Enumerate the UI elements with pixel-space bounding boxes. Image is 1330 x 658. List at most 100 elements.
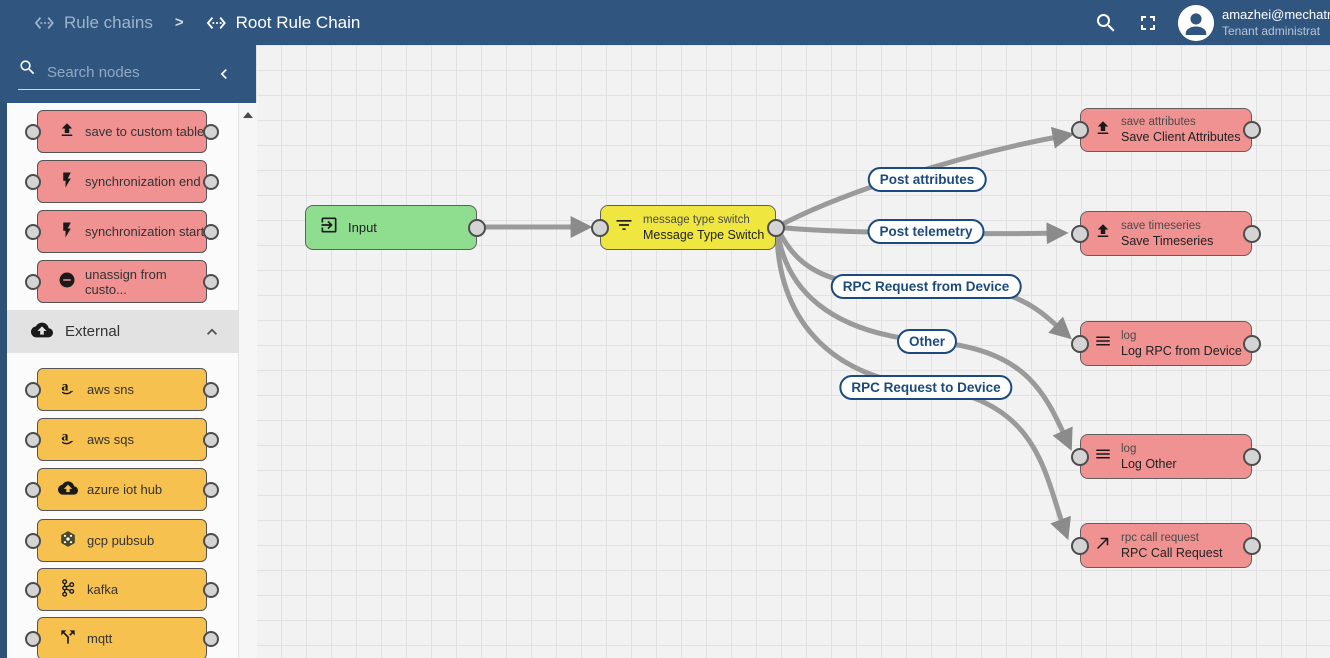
filter-icon [614, 215, 634, 240]
palette-item-aws-sns[interactable]: a aws sns [25, 368, 219, 411]
search-icon[interactable] [1094, 11, 1118, 35]
node-save-client-attributes[interactable]: save attributes Save Client Attributes [1071, 108, 1261, 152]
palette-section-external[interactable]: External [7, 310, 238, 353]
svg-text:a: a [61, 379, 68, 395]
node-port[interactable] [25, 532, 41, 549]
node-port[interactable] [25, 123, 41, 140]
upload-icon [58, 121, 76, 142]
user-info[interactable]: amazhei@mechatr Tenant administrat [1222, 7, 1330, 39]
node-port[interactable] [203, 173, 219, 190]
node-port[interactable] [203, 123, 219, 140]
palette-item-mqtt[interactable]: mqtt [25, 617, 219, 658]
node-port[interactable] [203, 431, 219, 448]
rule-chain-icon [34, 12, 56, 34]
node-type: message type switch [643, 213, 750, 226]
node-port[interactable] [25, 381, 41, 398]
fullscreen-icon[interactable] [1136, 11, 1160, 35]
node-message-type-switch[interactable]: message type switch Message Type Switch [591, 205, 785, 250]
node-log-other[interactable]: log Log Other [1071, 434, 1261, 479]
node-input[interactable]: Input [305, 205, 486, 250]
node-rpc-call-request[interactable]: rpc call request RPC Call Request [1071, 523, 1261, 568]
node-port[interactable] [203, 630, 219, 647]
node-output-port[interactable] [1243, 334, 1261, 353]
breadcrumb-root-rule-chain[interactable]: Root Rule Chain [206, 12, 361, 34]
palette-item-synchronization-end[interactable]: synchronization end [25, 160, 219, 203]
node-search [18, 58, 200, 90]
palette-item-unassign-from-customer[interactable]: unassign from custo... [25, 260, 219, 303]
node-label: Input [348, 220, 377, 235]
node-input-port[interactable] [1071, 224, 1089, 243]
node-port[interactable] [203, 481, 219, 498]
palette-item-label: synchronization start [85, 224, 205, 239]
palette-item-label: unassign from custo... [85, 266, 167, 297]
palette-item-synchronization-start[interactable]: synchronization start [25, 210, 219, 253]
amazon-icon: a [58, 378, 78, 401]
node-port[interactable] [25, 273, 41, 290]
scroll-up-arrow[interactable] [243, 112, 253, 118]
search-nodes-input[interactable] [45, 63, 199, 82]
node-input-port[interactable] [1071, 121, 1089, 139]
palette-item-azure-iot-hub[interactable]: azure iot hub [25, 468, 219, 511]
kafka-icon [58, 578, 78, 601]
breadcrumb-rule-chains[interactable]: Rule chains [34, 12, 153, 34]
node-output-port[interactable] [1243, 447, 1261, 466]
link-label-other[interactable]: Other [896, 329, 958, 354]
node-port[interactable] [203, 532, 219, 549]
amazon-icon: a [58, 428, 78, 451]
user-role: Tenant administrat [1222, 23, 1321, 38]
node-port[interactable] [203, 273, 219, 290]
node-port[interactable] [203, 581, 219, 598]
link-label-post-attributes[interactable]: Post attributes [867, 167, 987, 192]
rule-chain-icon [206, 12, 228, 34]
node-output-port[interactable] [1243, 536, 1261, 555]
upload-icon [1094, 119, 1112, 142]
palette-item-kafka[interactable]: kafka [25, 568, 219, 611]
node-port[interactable] [25, 581, 41, 598]
node-log-rpc-from-device[interactable]: log Log RPC from Device [1071, 321, 1261, 366]
breadcrumb-label: Rule chains [64, 12, 153, 32]
link-label-rpc-request-from-device[interactable]: RPC Request from Device [830, 274, 1022, 299]
palette-item-label: mqtt [87, 631, 113, 646]
node-input-port[interactable] [1071, 447, 1089, 466]
chevron-left-icon[interactable] [214, 64, 234, 84]
cloud-upload-icon [31, 319, 53, 345]
node-output-port[interactable] [1243, 224, 1261, 243]
page-title: Root Rule Chain [235, 12, 361, 32]
hexagon-dots-icon [58, 529, 78, 552]
node-label: Save Client Attributes [1121, 130, 1241, 144]
node-input-port[interactable] [591, 218, 609, 237]
palette-item-aws-sqs[interactable]: a aws sqs [25, 418, 219, 461]
node-port[interactable] [203, 223, 219, 240]
node-label: Log Other [1121, 456, 1177, 471]
chevron-up-icon[interactable] [202, 322, 222, 342]
node-input-port[interactable] [1071, 536, 1089, 555]
menu-icon [1094, 332, 1112, 355]
node-port[interactable] [25, 630, 41, 647]
cloud-upload-icon [58, 478, 78, 501]
node-input-port[interactable] [1071, 334, 1089, 353]
top-header: Rule chains > Root Rule Chain amazhei@me… [0, 0, 1330, 45]
rule-chain-canvas[interactable]: Input message type switch Message Type S… [256, 45, 1330, 658]
search-icon [18, 58, 37, 82]
user-avatar-icon[interactable] [1178, 4, 1214, 41]
left-edge-stripe [0, 45, 7, 658]
link-label-rpc-request-to-device[interactable]: RPC Request to Device [839, 375, 1013, 400]
node-port[interactable] [203, 381, 219, 398]
palette-item-label: kafka [87, 582, 119, 597]
node-port[interactable] [25, 481, 41, 498]
node-output-port[interactable] [468, 218, 486, 237]
link-label-post-telemetry[interactable]: Post telemetry [867, 219, 985, 244]
node-output-port[interactable] [767, 218, 785, 237]
upload-icon [1094, 222, 1112, 245]
palette-item-label: aws sqs [87, 432, 134, 447]
node-output-port[interactable] [1243, 121, 1261, 139]
sidebar-header [0, 45, 256, 103]
node-save-timeseries[interactable]: save timeseries Save Timeseries [1071, 211, 1261, 256]
palette-item-gcp-pubsub[interactable]: gcp pubsub [25, 519, 219, 562]
sidebar-scrollbar[interactable] [238, 103, 257, 658]
node-port[interactable] [25, 431, 41, 448]
palette-item-save-to-custom-table[interactable]: save to custom table [25, 110, 219, 153]
node-port[interactable] [25, 173, 41, 190]
node-port[interactable] [25, 223, 41, 240]
